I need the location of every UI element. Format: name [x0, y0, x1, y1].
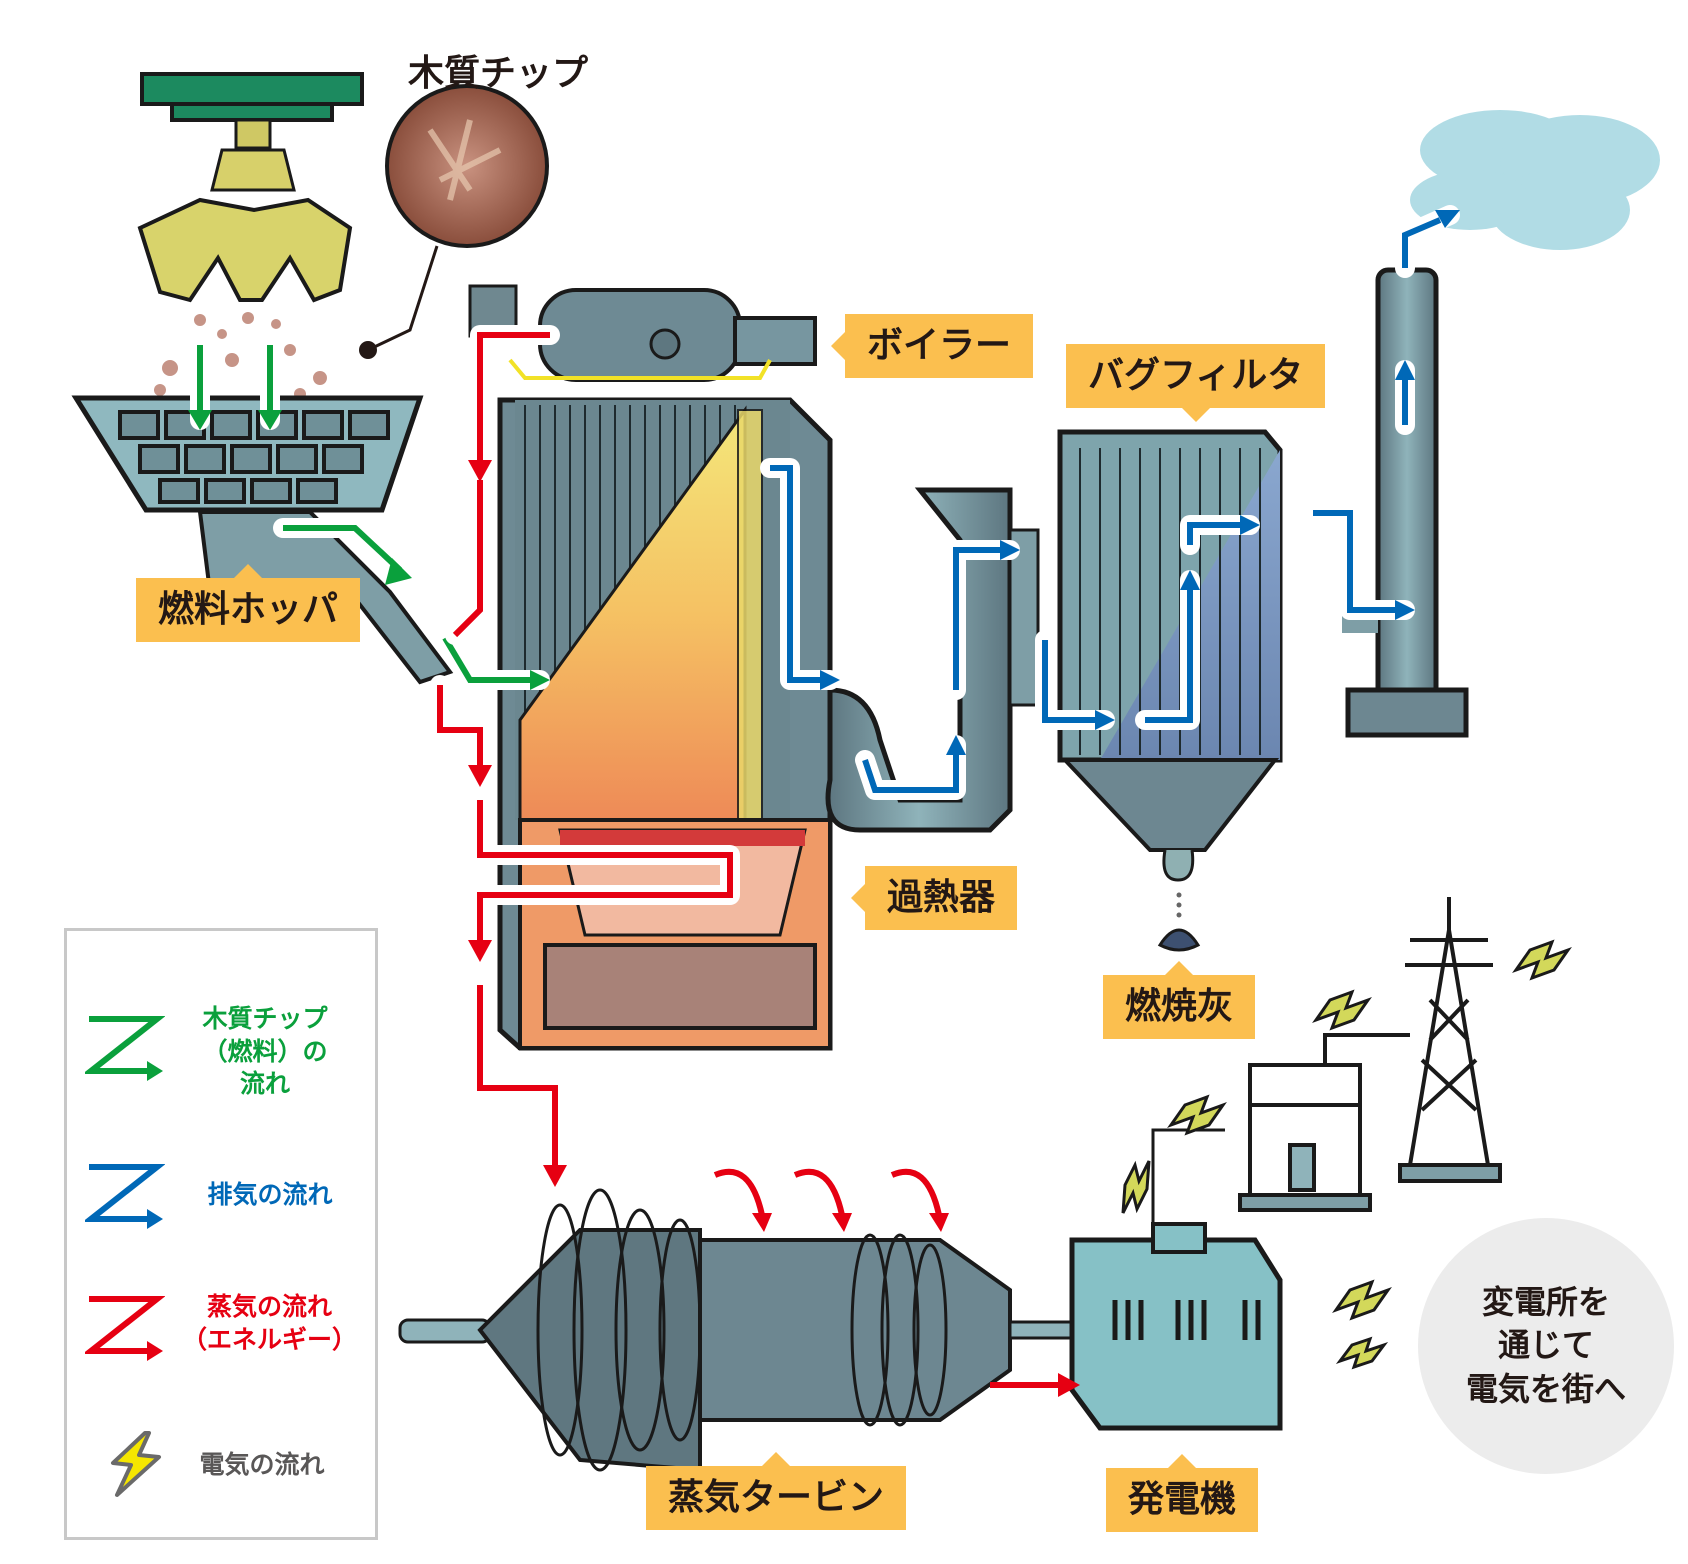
label-boiler: ボイラー: [830, 314, 1034, 378]
substation-note: 変電所を 通じて 電気を街へ: [1418, 1218, 1674, 1474]
lightning-icon: [111, 1431, 161, 1497]
bag-filter: [1057, 429, 1283, 952]
substation-note-line: 変電所を: [1481, 1283, 1610, 1322]
substation: [1238, 1033, 1410, 1212]
label-combustion-ash: 燃焼灰: [1103, 961, 1256, 1039]
substation-note-line: 電気を街へ: [1465, 1369, 1626, 1408]
wood-chip-callout-label: 木質チップ: [408, 53, 589, 94]
red-z-arrow-icon: [85, 1296, 165, 1361]
label-fuel-hopper: 燃料ホッパ: [136, 564, 361, 642]
wood-chip-magnifier: [359, 84, 549, 359]
legend-item-fuel: 木質チップ （燃料）の 流れ: [67, 1001, 375, 1111]
smoke-cloud: [1410, 110, 1660, 250]
legend-label: 電気の流れ: [199, 1450, 325, 1479]
legend-label: 流れ: [239, 1069, 290, 1098]
exhaust-flow-arrows: [760, 205, 1460, 800]
crane-grab: [137, 72, 364, 303]
label-generator: 発電機: [1106, 1454, 1259, 1532]
label-steam-turbine: 蒸気タービン: [646, 1452, 907, 1530]
legend-label: 蒸気の流れ: [206, 1292, 332, 1321]
legend-item-exhaust: 排気の流れ: [67, 1163, 375, 1233]
ash-pile: [1157, 928, 1201, 952]
label-bag-filter: バグフィルタ: [1066, 344, 1326, 422]
steam-flow-arrows: [430, 325, 1080, 1397]
legend: 木質チップ （燃料）の 流れ 排気の流れ 蒸気の流れ （エネルギー） 電気の流れ: [64, 928, 378, 1540]
generator: [1069, 1128, 1283, 1431]
legend-label: 木質チップ: [202, 1004, 328, 1033]
legend-label: 排気の流れ: [207, 1180, 333, 1209]
legend-item-steam: 蒸気の流れ （エネルギー）: [67, 1291, 375, 1371]
fuel-flow-arrows: [188, 335, 550, 690]
steam-turbine: [398, 1188, 1082, 1473]
legend-label: （燃料）の: [202, 1036, 328, 1066]
blue-z-arrow-icon: [85, 1164, 165, 1229]
electric-sparks: [1121, 939, 1572, 1370]
fuel-hopper: [71, 395, 454, 685]
transmission-tower: [1398, 897, 1502, 1183]
substation-note-line: 通じて: [1497, 1326, 1594, 1365]
boiler: [468, 284, 833, 1051]
chimney: [1315, 267, 1469, 738]
green-z-arrow-icon: [85, 1016, 165, 1081]
falling-chips: [154, 312, 327, 400]
legend-item-electric: 電気の流れ: [67, 1429, 375, 1499]
legend-label: （エネルギー）: [181, 1324, 357, 1354]
label-superheater: 過熱器: [850, 866, 1018, 930]
